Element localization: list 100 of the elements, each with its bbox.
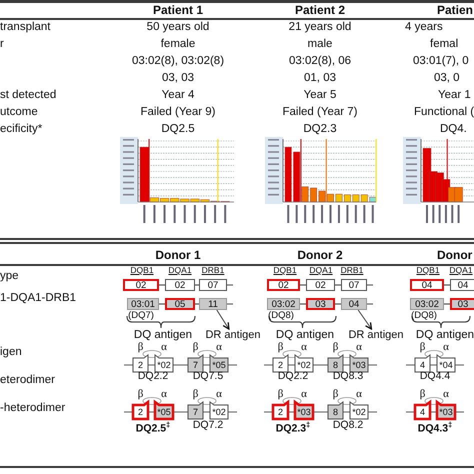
alpha-chain-shape: *05 [210,355,228,372]
gene-label: DRB1 [340,264,364,277]
alpha-chain-shape: *03 [437,402,455,419]
allele-box: 03:02 [267,298,300,310]
row-label: 1-DQA1-DRB1 [0,291,76,305]
table-cell: 03:01(7), 0 [413,54,469,68]
table-cell: 03, 0 [434,71,460,85]
row-label: transplant [0,20,51,34]
arrow [216,310,230,330]
table-cell: 03, 03 [162,71,194,85]
heterodimer-name: DQ2.3$^{‡}$ [276,419,310,436]
table-cell: 21 years old [288,20,352,34]
chain-label: α [356,389,362,399]
heterodimer-name: DQ8.2 [332,418,364,432]
alpha-chain-shape: *02 [155,355,173,372]
heterodimer-name: DQ7.2 [192,418,224,432]
chain-label: β [420,389,426,399]
allele-box: 02 [267,279,300,291]
table-cell: 01, 03 [304,71,336,85]
chain-label: β [192,342,198,352]
beta-chain-shape: 4 [415,355,430,372]
heterodimer-name: DQ2.2 [278,369,308,383]
allele-box: 02 [165,279,195,291]
chain-label: α [216,342,222,352]
beta-chain-shape: 8 [328,402,343,419]
antigen-label: DR antigen [204,329,262,342]
column-header: Donor 1 [155,248,201,262]
chain-label: β [278,389,284,399]
heterodimer-name: DQ4.3$^{‡}$ [418,419,452,436]
gene-label: DQA1 [168,264,192,277]
gene-label: DQB1 [416,264,440,277]
gene-label: DQB1 [273,264,297,277]
gene-label: DQB1 [130,264,154,277]
allele-box: 03:01 [127,298,159,310]
column-header: Patien [437,3,474,17]
heterodimer-name: DQ8.3 [332,369,364,383]
connector-line [194,284,200,286]
allele-box: 04 [450,279,474,291]
heterodimer-name: -heterodimer [0,401,66,415]
beta-chain-shape: 2 [133,355,148,372]
column-header: Patient 1 [153,3,203,17]
alpha-chain-shape: *05 [155,402,173,419]
chain-label: β [332,389,338,399]
chain-label: β [138,342,144,352]
beta-chain-shape: 8 [328,355,343,372]
table-cell: Failed (Year 7) [282,105,358,119]
table-cell: Year 5 [304,88,336,102]
connector-line [334,284,342,286]
allele-box: 02 [306,279,335,291]
allele-box: 07 [341,279,367,291]
row-label: igen [0,345,22,359]
serotype-label: (DQ7) [128,309,154,323]
row-label: eterodimer [0,373,55,387]
chain-label: α [443,389,449,399]
allele-box: 04 [341,298,367,310]
alpha-chain-shape: *04 [437,355,455,372]
row-label: st detected [0,88,56,102]
serotype-label: (DQ8) [411,309,437,323]
table-cell: 4 years [405,20,443,34]
chain-label: β [420,342,426,352]
heterodimer-name: DQ2.2 [138,369,168,383]
allele-box: 05 [165,298,195,310]
chain-label: β [278,342,284,352]
allele-box: 07 [199,279,227,291]
row-label: r [0,37,4,51]
chain-label: α [161,389,167,399]
allele-box: 03 [306,298,335,310]
row-label: ype [0,269,19,283]
beta-chain-shape: 7 [188,402,203,419]
table-cell: DQ2.5 [161,122,195,136]
alpha-chain-shape: *02 [210,402,228,419]
table-cell: male [308,37,332,51]
alpha-chain-shape: *02 [350,402,368,419]
gene-label: DQA1 [309,264,333,277]
row-label: utcome [0,105,38,119]
column-header: Patient 2 [295,3,345,17]
beta-chain-shape: 2 [273,402,288,419]
chain-label: β [192,389,198,399]
gene-label: DQA1 [449,264,473,277]
antigen-label: DQ antigen [134,328,192,342]
heterodimer-name: DQ7.5 [192,369,224,383]
gene-label: DRB1 [202,264,224,277]
heterodimer-name: DQ2.5$^{‡}$ [136,419,170,436]
chain-label: α [301,389,307,399]
chain-label: α [301,342,307,352]
table-cell: 50 years old [146,20,210,34]
column-header: Donor [437,248,472,262]
connector-line [444,284,450,286]
arrow [358,310,372,330]
table-cell: femal [430,37,458,51]
beta-chain-shape: 2 [273,355,288,372]
table-cell: 03:02(8), 06 [289,54,351,68]
allele-box: 03 [450,298,474,310]
allele-box: 11 [199,298,227,310]
antigen-label: DR antigen [347,329,405,342]
beta-chain-shape: 4 [415,402,430,419]
connector-line [158,284,166,286]
table-cell: Year 1 [438,88,471,102]
table-cell: Failed (Year 9) [140,105,216,119]
heterodimer-name: DQ4.4 [420,369,450,383]
